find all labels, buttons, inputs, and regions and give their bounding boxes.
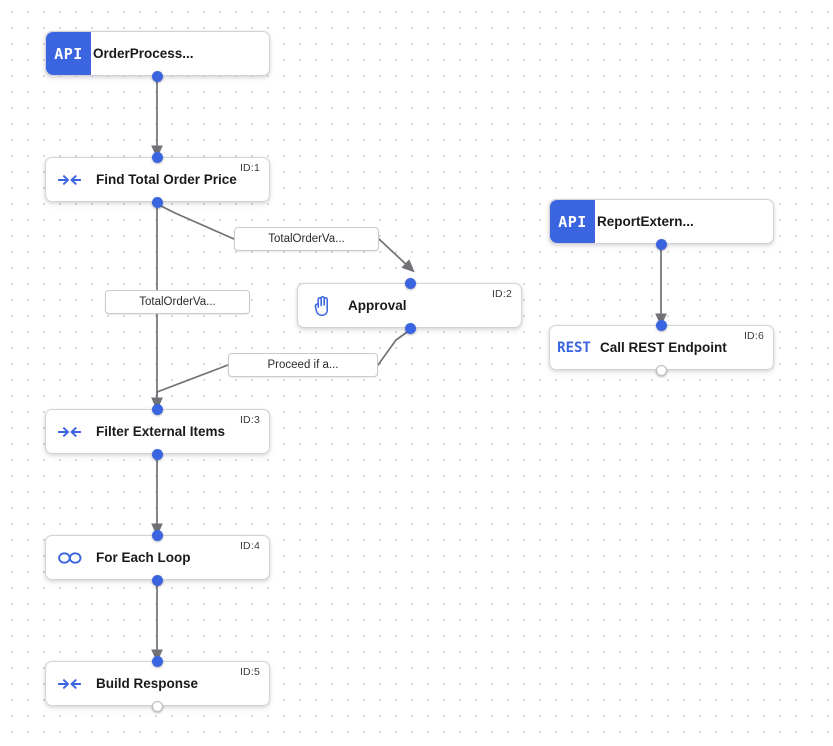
- node-body: REST Call REST Endpoint: [550, 326, 773, 369]
- port-approval-in[interactable]: [404, 277, 416, 289]
- node-body: Find Total Order Price: [46, 158, 269, 201]
- port-call-rest-in[interactable]: [655, 319, 667, 331]
- port-call-rest-out[interactable]: [655, 364, 667, 376]
- hand-approval-icon: [298, 295, 346, 317]
- node-label: Find Total Order Price: [96, 172, 237, 187]
- node-body: For Each Loop: [46, 536, 269, 579]
- port-approval-out[interactable]: [404, 322, 416, 334]
- port-filter-out[interactable]: [151, 448, 163, 460]
- node-call-rest-endpoint[interactable]: REST Call REST Endpoint ID:6: [549, 325, 774, 370]
- node-label: For Each Loop: [96, 550, 191, 565]
- node-for-each-loop[interactable]: For Each Loop ID:4: [45, 535, 270, 580]
- node-approval[interactable]: Approval ID:2: [297, 283, 522, 328]
- node-label: OrderProcess...: [93, 46, 194, 61]
- node-id-badge: ID:5: [239, 666, 260, 678]
- node-body: Approval: [298, 284, 521, 327]
- node-body: Build Response: [46, 662, 269, 705]
- node-filter-external-items[interactable]: Filter External Items ID:3: [45, 409, 270, 454]
- edge-label-total-order-value-2[interactable]: TotalOrderVa...: [105, 290, 250, 314]
- port-loop-out[interactable]: [151, 574, 163, 586]
- api-badge-icon: API: [46, 32, 91, 75]
- infinity-loop-icon: [46, 550, 94, 566]
- port-build-response-in[interactable]: [151, 655, 163, 667]
- node-id-badge: ID:3: [239, 414, 260, 426]
- node-id-badge: ID:1: [239, 162, 260, 174]
- map-transform-icon: [46, 171, 94, 189]
- edge-label-total-order-value-1[interactable]: TotalOrderVa...: [234, 227, 379, 251]
- node-build-response[interactable]: Build Response ID:5: [45, 661, 270, 706]
- node-label: Build Response: [96, 676, 199, 691]
- node-id-badge: ID:6: [743, 330, 764, 342]
- node-label: Filter External Items: [96, 424, 226, 439]
- node-id-badge: ID:2: [491, 288, 512, 300]
- port-loop-in[interactable]: [151, 529, 163, 541]
- port-order-process-out[interactable]: [151, 70, 163, 82]
- map-transform-icon: [46, 423, 94, 441]
- rest-badge-icon: REST: [557, 339, 591, 356]
- node-id-badge: ID:4: [239, 540, 260, 552]
- node-label: ReportExtern...: [597, 214, 694, 229]
- port-filter-in[interactable]: [151, 403, 163, 415]
- port-build-response-out[interactable]: [151, 700, 163, 712]
- port-find-total-out[interactable]: [151, 196, 163, 208]
- node-label: Approval: [348, 298, 407, 313]
- port-find-total-in[interactable]: [151, 151, 163, 163]
- node-body: Filter External Items: [46, 410, 269, 453]
- edge-label-proceed-if[interactable]: Proceed if a...: [228, 353, 378, 377]
- map-transform-icon: [46, 675, 94, 693]
- api-badge-icon: API: [550, 200, 595, 243]
- node-label: Call REST Endpoint: [600, 340, 727, 355]
- port-report-extern-out[interactable]: [655, 238, 667, 250]
